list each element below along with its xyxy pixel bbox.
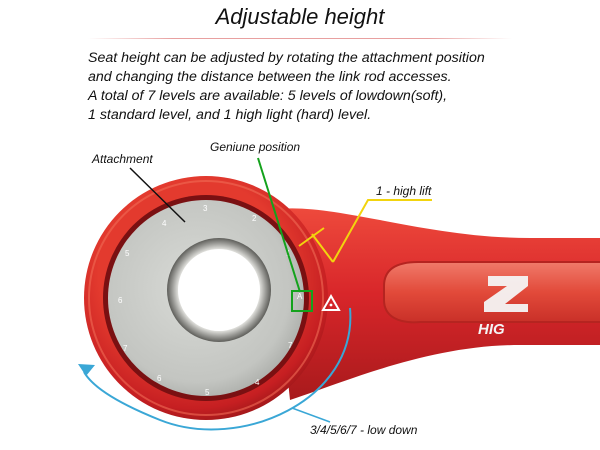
dial-number: 7 xyxy=(123,344,128,353)
description-line-1: Seat height can be adjusted by rotating … xyxy=(88,50,485,66)
genuine-position-leader xyxy=(257,157,301,293)
genuine-position-label: Geniune position xyxy=(210,140,300,154)
link-rod-slot xyxy=(383,261,600,324)
high-lift-label: 1 - high lift xyxy=(376,184,432,198)
dial-number: A xyxy=(297,292,303,301)
dial-number: 4 xyxy=(255,378,260,387)
attachment-label: Attachment xyxy=(91,152,153,166)
dial-number: 5 xyxy=(205,388,210,397)
low-down-arc xyxy=(83,307,352,431)
center-hole xyxy=(178,249,260,331)
high-lift-arrow xyxy=(311,233,334,263)
dial-number: 6 xyxy=(118,296,123,305)
description-line-3: A total of 7 levels are available: 5 lev… xyxy=(88,88,448,104)
dial-number: 2 xyxy=(252,214,257,223)
dial-number: 3 xyxy=(203,204,208,213)
title-divider xyxy=(88,38,512,39)
genuine-position-box xyxy=(291,290,313,312)
low-down-arrowhead-icon xyxy=(78,364,95,376)
logo-text: HIG xyxy=(478,321,505,338)
description-line-2: and changing the distance between the li… xyxy=(88,69,452,85)
dial-number: 7 xyxy=(288,341,293,350)
description: Seat height can be adjusted by rotating … xyxy=(88,49,568,125)
dial-number: 5 xyxy=(125,249,130,258)
page-title: Adjustable height xyxy=(215,4,385,29)
low-down-leader xyxy=(291,407,331,423)
high-lift-leader xyxy=(332,199,432,263)
attachment-leader xyxy=(129,167,186,223)
position-marker-icon xyxy=(321,293,341,311)
low-down-label: 3/4/5/6/7 - low down xyxy=(310,423,418,437)
logo-mark-icon xyxy=(484,276,528,312)
dial-number: 6 xyxy=(157,374,162,383)
description-line-4: 1 standard level, and 1 high light (hard… xyxy=(88,107,372,123)
dial-number: 4 xyxy=(162,219,167,228)
